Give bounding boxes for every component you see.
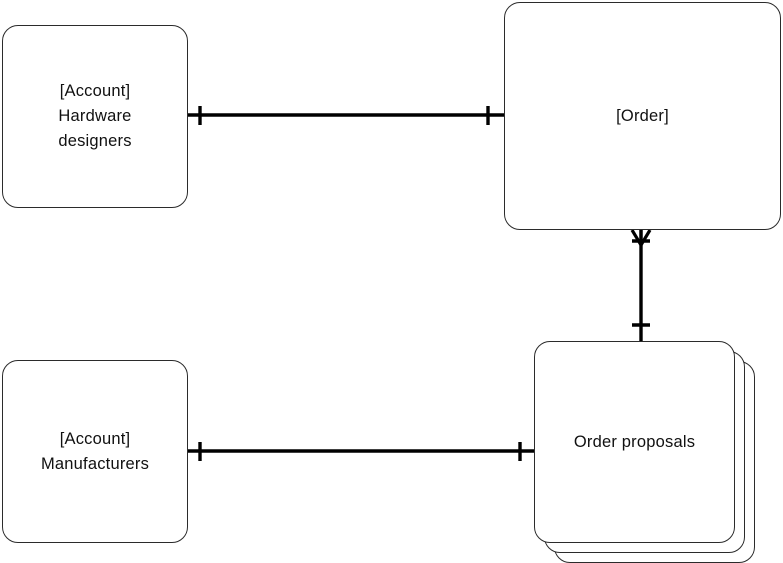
- entity-hardware-designers[interactable]: [Account] Hardware designers: [2, 25, 188, 208]
- entity-label-order: [Order]: [616, 106, 669, 125]
- entity-label-manufacturers: [Account] Manufacturers: [40, 429, 150, 473]
- entity-label-order-proposals: Order proposals: [573, 432, 696, 451]
- relationship-designers-to-order[interactable]: [188, 106, 506, 125]
- entity-manufacturers[interactable]: [Account] Manufacturers: [2, 360, 188, 543]
- cardinality-many-crowsfoot: [630, 229, 652, 246]
- entity-order-proposals[interactable]: Order proposals: [534, 341, 735, 543]
- entity-order[interactable]: [Order]: [504, 2, 781, 230]
- entity-label-hardware-designers: [Account] Hardware designers: [58, 82, 132, 150]
- relationship-order-to-proposals[interactable]: [630, 229, 652, 343]
- relationship-manufacturers-to-proposals[interactable]: [188, 442, 536, 461]
